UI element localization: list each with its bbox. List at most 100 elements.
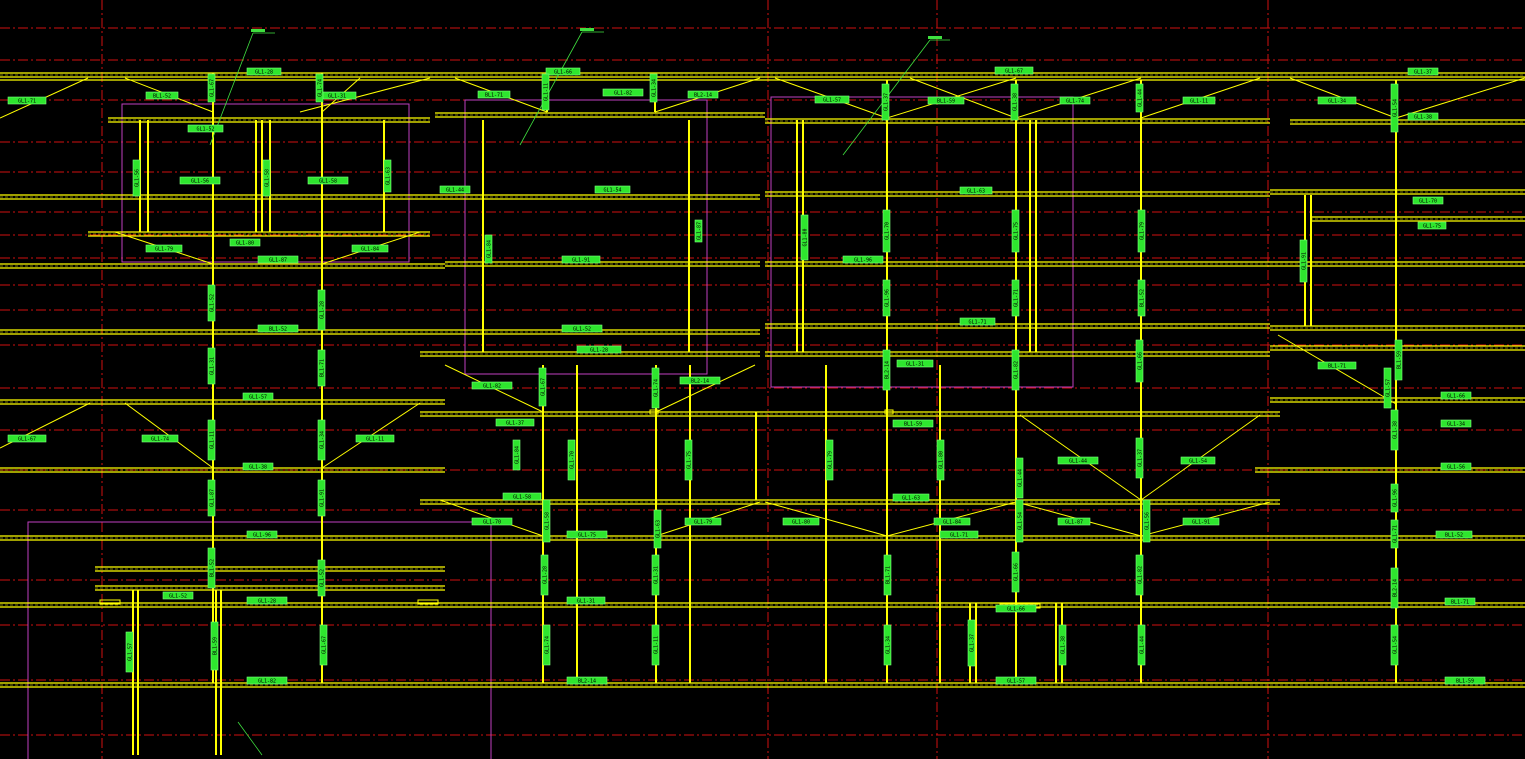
member-tag: GL1-96 xyxy=(882,279,891,317)
member-tag-label: GL1-82 xyxy=(483,384,501,390)
member-tag: GL1-91 xyxy=(1299,239,1308,283)
member-tag: GL1-74 xyxy=(651,367,660,409)
member-tag: GL1-67 xyxy=(7,434,47,443)
member-tag: BL1-59 xyxy=(927,96,965,105)
boundary-rect xyxy=(770,96,1074,388)
member-tag-label: BL2-14 xyxy=(694,93,712,99)
member-tag-box xyxy=(1135,339,1144,383)
member-tag-box xyxy=(545,67,581,76)
member-tag-label: GL1-82 xyxy=(614,91,632,97)
member-tag: GL1-54 xyxy=(1015,499,1024,543)
boundary-outline xyxy=(27,521,492,759)
member-tag: BL1-59 xyxy=(1394,339,1403,381)
member-tag-label: GL1-44 xyxy=(1018,469,1024,487)
member-tag-label: GL1-52 xyxy=(210,294,216,312)
member-tag-label: GL1-31 xyxy=(654,566,660,584)
leader-callout-icon xyxy=(237,721,263,756)
member-tag-label: BL1-71 xyxy=(320,359,326,377)
member-tag: GL1-96 xyxy=(1390,483,1399,513)
member-tag-label: GL1-54 xyxy=(1018,512,1024,530)
member-tag: GL1-56 xyxy=(132,159,141,197)
member-tag-label: GL1-91 xyxy=(572,258,590,264)
member-tag-label: GL1-52 xyxy=(169,594,187,600)
member-tag: GL1-57 xyxy=(125,631,134,673)
member-tag-label: GL1-58 xyxy=(319,179,337,185)
member-tag-label: BL1-52 xyxy=(269,327,287,333)
member-tag-box xyxy=(383,159,392,193)
member-tag-label: GL1-38 xyxy=(1013,93,1019,111)
member-tag-label: GL1-79 xyxy=(155,247,173,253)
member-tag-box xyxy=(933,517,971,526)
member-tag-box xyxy=(651,624,660,666)
member-tag: GL1-91 xyxy=(561,255,601,264)
member-tag: GL1-57 xyxy=(995,676,1037,685)
base-plate xyxy=(99,599,121,605)
member-tag-label: GL1-31 xyxy=(210,357,216,375)
member-tag-box xyxy=(319,624,328,666)
member-tag-box xyxy=(246,67,282,76)
member-tag-label: GL1-96 xyxy=(253,533,271,539)
leader-line xyxy=(237,721,263,756)
member-tag-box xyxy=(1135,83,1144,113)
member-tag-box xyxy=(439,185,471,194)
member-tag: BL2-14 xyxy=(687,90,719,99)
member-tag-box xyxy=(995,676,1037,685)
member-tag-label: BL1-59 xyxy=(937,99,955,105)
member-tag-label: BL1-52 xyxy=(210,559,216,577)
member-tag-box xyxy=(162,591,194,600)
member-tag-label: GL1-70 xyxy=(885,222,891,240)
member-tag-label: GL1-96 xyxy=(885,289,891,307)
member-tag-label: GL1-57 xyxy=(249,395,267,401)
member-tag-label: GL1-75 xyxy=(1423,224,1441,230)
member-tag-box xyxy=(561,255,601,264)
member-tag: GL1-66 xyxy=(545,67,581,76)
member-tag-box xyxy=(538,367,547,407)
member-tag-box xyxy=(883,554,892,596)
member-tag: GL1-38 xyxy=(1407,112,1439,121)
member-tag: GL1-57 xyxy=(814,95,850,104)
member-tag: GL1-31 xyxy=(896,359,934,368)
member-tag-label: GL1-28 xyxy=(590,348,608,354)
member-tag-label: GL1-11 xyxy=(210,431,216,449)
member-tag-box xyxy=(307,176,349,185)
brace xyxy=(299,77,431,113)
member-tag: GL1-87 xyxy=(694,219,703,243)
member-tag-label: GL1-70 xyxy=(570,451,576,469)
member-tag: GL1-11 xyxy=(207,419,216,461)
member-tag: GL1-91 xyxy=(317,479,326,517)
member-tag-box xyxy=(892,419,934,428)
member-tag: GL1-54 xyxy=(1180,456,1216,465)
member-tag-box xyxy=(1417,221,1447,230)
member-tag-box xyxy=(782,517,820,526)
member-tag-label: GL1-74 xyxy=(318,79,324,97)
member-tag: GL1-82 xyxy=(246,676,288,685)
member-tag-box xyxy=(471,381,513,390)
member-tag: BL1-52 xyxy=(145,91,179,100)
member-tag: GL1-38 xyxy=(1058,624,1067,666)
member-tag: BL2-14 xyxy=(566,676,608,685)
member-tag-label: GL1-56 xyxy=(1447,465,1465,471)
member-tag-label: BL1-59 xyxy=(213,637,219,655)
member-tag-box xyxy=(959,186,993,195)
member-tag-label: GL1-82 xyxy=(1138,566,1144,584)
member-tag-label: GL1-58 xyxy=(545,512,551,530)
member-tag-box xyxy=(1135,437,1144,479)
member-tag-label: GL1-67 xyxy=(210,79,216,97)
member-tag: GL1-70 xyxy=(882,209,891,253)
member-tag: GL1-54 xyxy=(1390,83,1399,133)
member-tag-label: GL1-52 xyxy=(196,127,214,133)
member-tag-label: GL1-34 xyxy=(1447,422,1465,428)
member-tag-box xyxy=(471,517,513,526)
member-tag-box xyxy=(315,73,324,103)
member-tag-label: GL1-38 xyxy=(1061,636,1067,654)
member-tag-label: GL1-28 xyxy=(320,301,326,319)
member-tag-label: BL1-71 xyxy=(485,93,503,99)
member-tag: GL1-66 xyxy=(1440,391,1472,400)
member-tag-label: GL1-84 xyxy=(515,446,521,464)
member-tag-label: BL1-52 xyxy=(153,94,171,100)
member-tag: GL1-71 xyxy=(7,96,47,105)
member-tag-box xyxy=(1011,279,1020,317)
member-tag-label: GL1-44 xyxy=(1069,459,1087,465)
member-tag: GL1-82 xyxy=(471,381,513,390)
